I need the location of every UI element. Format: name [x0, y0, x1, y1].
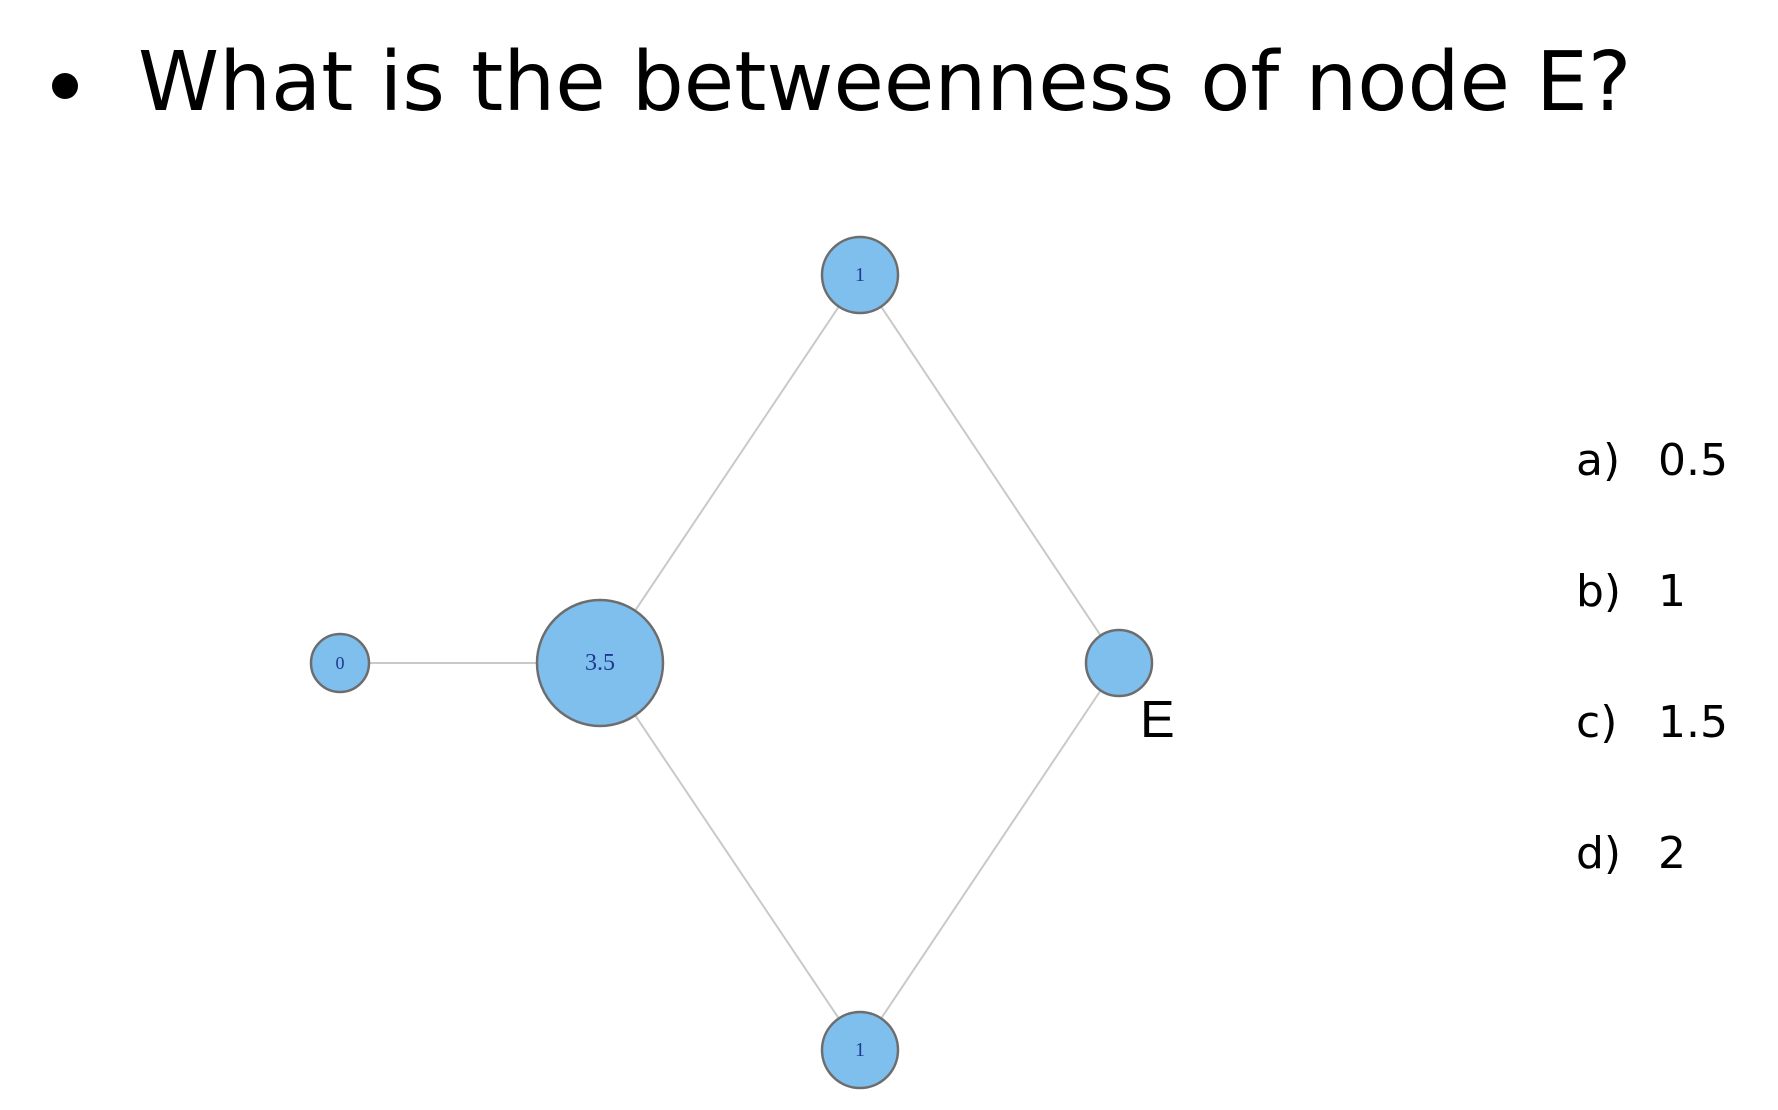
node-e-label: E — [1140, 691, 1175, 749]
option-letter: d) — [1576, 828, 1622, 879]
node-hub-value: 3.5 — [585, 650, 615, 676]
option-letter: c) — [1576, 697, 1618, 748]
node-left: 0 — [309, 632, 371, 694]
answer-options: a) 0.5 b) 1 c) 1.5 d) 2 — [1576, 430, 1728, 954]
node-bottom: 1 — [820, 1010, 900, 1090]
node-top: 1 — [820, 235, 900, 315]
edge-top-e — [859, 274, 1120, 664]
option-value: 1.5 — [1658, 697, 1728, 748]
node-top-value: 1 — [855, 264, 865, 286]
node-hub: 3.5 — [535, 598, 665, 728]
option-c[interactable]: c) 1.5 — [1576, 692, 1728, 823]
node-left-value: 0 — [336, 653, 345, 673]
question-heading: What is the betweenness of node E? — [52, 18, 1631, 148]
edge-hub-top — [599, 274, 861, 664]
option-d[interactable]: d) 2 — [1576, 823, 1728, 954]
option-letter: a) — [1576, 435, 1621, 486]
node-bottom-value: 1 — [855, 1039, 865, 1061]
option-value: 0.5 — [1658, 435, 1728, 486]
node-e — [1084, 628, 1154, 698]
bullet-icon — [52, 73, 78, 99]
option-value: 1 — [1658, 566, 1686, 617]
option-b[interactable]: b) 1 — [1576, 561, 1728, 692]
question-text: What is the betweenness of node E? — [138, 35, 1632, 130]
option-a[interactable]: a) 0.5 — [1576, 430, 1728, 561]
edge-bottom-e — [859, 662, 1120, 1051]
option-letter: b) — [1576, 566, 1622, 617]
edge-hub-bottom — [599, 662, 861, 1051]
option-value: 2 — [1658, 828, 1686, 879]
